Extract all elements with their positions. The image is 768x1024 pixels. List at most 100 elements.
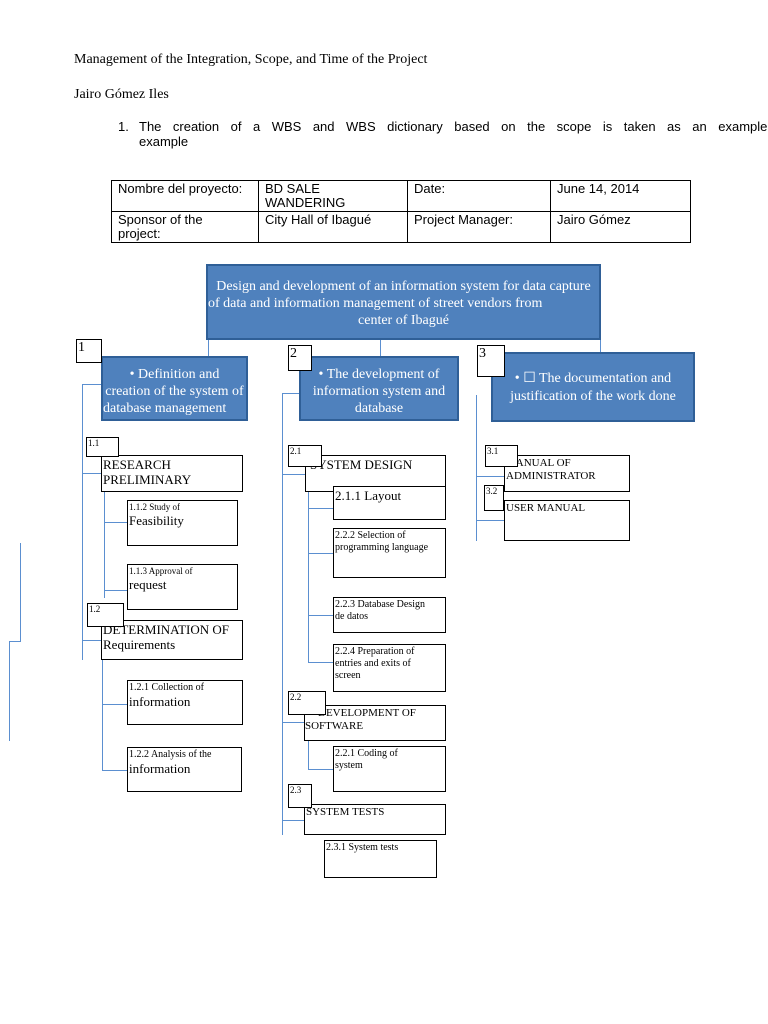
connector-line: [308, 769, 334, 770]
wbs-node-3-2: USER MANUAL: [504, 500, 630, 541]
wbs-node-1-1-3: 1.1.3 Approval of request: [127, 564, 238, 610]
wbs-node-2-2: DEVELOPMENT OF SOFTWARE: [304, 705, 446, 741]
node-2-3-label: SYSTEM TESTS: [306, 806, 385, 818]
connector-line: [102, 660, 103, 770]
node-2-3-1-label: 2.3.1 System tests: [326, 842, 399, 853]
connector-line: [308, 740, 309, 770]
wbs-node-1-2-2: 1.2.2 Analysis of the information: [127, 747, 242, 792]
project-name-value: BD SALE WANDERING: [258, 180, 408, 212]
sponsor-label: Sponsor of the project:: [111, 211, 259, 243]
wbs-root-node: Design and development of an information…: [206, 264, 601, 340]
connector-line: [476, 520, 504, 521]
wbs-node-3-1: MANUAL OF ADMINISTRATOR: [504, 455, 630, 492]
project-name-label: Nombre del proyecto:: [111, 180, 259, 212]
wbs-node-2-1-1: 2.1.1 Layout: [333, 486, 446, 520]
node-2-3-tag: 2.3: [288, 784, 312, 808]
author-name: Jairo Gómez Iles: [74, 87, 169, 102]
node-1-2-1-number: 1.2.1 Collection of: [129, 682, 204, 693]
root-line-1: Design and development of an information…: [216, 279, 591, 294]
connector-line: [308, 508, 334, 509]
node-3-1-line-2: ADMINISTRATOR: [506, 470, 596, 482]
wbs-node-2-2-3: 2.2.3 Database Design de datos: [333, 597, 446, 633]
connector-line: [104, 522, 128, 523]
project-name-line-2: WANDERING: [265, 195, 346, 210]
connector-line: [282, 722, 306, 723]
connector-line: [308, 492, 309, 662]
connector-line: [476, 395, 477, 541]
node-2-2-tag: 2.2: [288, 691, 326, 715]
wbs-node-2-2-1: 2.2.1 Coding of system: [333, 746, 446, 792]
wbs-node-1-1-2: 1.1.2 Study of Feasibility: [127, 500, 238, 546]
connector-line: [82, 640, 102, 641]
wbs-node-2-3: SYSTEM TESTS: [304, 804, 446, 835]
node-2-2-line-1: DEVELOPMENT OF: [318, 707, 416, 719]
connector-line: [282, 820, 306, 821]
node-3-line-1: • ☐ The documentation and: [514, 371, 672, 386]
date-value: June 14, 2014: [550, 180, 691, 212]
connector-line: [82, 384, 83, 660]
connector-line: [308, 662, 334, 663]
node-2-line-3: database: [354, 401, 404, 416]
list-number: 1.: [118, 119, 129, 134]
wbs-node-2-2-4: 2.2.4 Preparation of entries and exits o…: [333, 644, 446, 692]
connector-line: [476, 476, 504, 477]
wbs-node-2-2-2: 2.2.2 Selection of programming language: [333, 528, 446, 578]
node-2-line-1: • The development of: [318, 367, 440, 382]
connector-line: [282, 393, 300, 394]
node-1-2-1-label: information: [129, 694, 191, 709]
node-3-number: 3: [477, 345, 505, 377]
connector-line: [20, 543, 21, 641]
node-2-1-tag: 2.1: [288, 445, 322, 467]
sponsor-label-line-2: project:: [118, 226, 161, 241]
node-1-2-line-2: Requirements: [103, 637, 176, 652]
node-1-1-3-number: 1.1.3 Approval of: [129, 566, 193, 576]
node-1-1-line-2: PRELIMINARY: [103, 472, 192, 487]
node-2-line-2: information system and: [312, 384, 446, 399]
node-3-1-tag: 3.1: [485, 445, 518, 467]
table-row: Nombre del proyecto: BD SALE WANDERING D…: [111, 180, 691, 212]
node-3-2-label: USER MANUAL: [506, 502, 586, 514]
connector-line: [282, 474, 306, 475]
wbs-node-1-2-1: 1.2.1 Collection of information: [127, 680, 243, 725]
node-1-number: 1: [76, 339, 102, 363]
node-2-2-4-line-2: entries and exits of: [335, 658, 411, 669]
root-line-3: center of Ibagué: [358, 313, 449, 328]
wbs-node-1: • Definition and creation of the system …: [101, 356, 248, 421]
connector-line: [208, 338, 209, 357]
node-3-line-2: justification of the work done: [510, 389, 676, 404]
project-manager-label: Project Manager:: [407, 211, 551, 243]
connector-line: [82, 384, 102, 385]
node-1-2-2-number: 1.2.2 Analysis of the: [129, 749, 212, 760]
node-2-2-line-2: SOFTWARE: [305, 720, 364, 732]
sponsor-value: City Hall of Ibagué: [258, 211, 408, 243]
table-row: Sponsor of the project: City Hall of Iba…: [111, 211, 691, 243]
node-3-2-tag: 3.2: [484, 485, 504, 511]
wbs-node-2-3-1: 2.3.1 System tests: [324, 840, 437, 878]
connector-line: [308, 615, 334, 616]
node-2-2-1-line-2: system: [335, 760, 363, 771]
connector-line: [308, 553, 334, 554]
wbs-node-1-1: RESEARCH PRELIMINARY: [101, 455, 243, 492]
list-item-text: The creation of a WBS and WBS dictionary…: [139, 119, 768, 134]
node-2-2-2-line-2: programming language: [335, 542, 429, 553]
node-2-1-label: SYSTEM DESIGN: [310, 457, 413, 472]
node-1-line-2: creation of the system of: [105, 384, 244, 399]
node-1-line-3: database management: [103, 401, 227, 416]
node-1-1-tag: 1.1: [86, 437, 119, 457]
list-item-continuation: example: [139, 134, 189, 149]
connector-line: [9, 641, 21, 642]
project-name-line-1: BD SALE: [265, 181, 320, 196]
project-manager-value: Jairo Gómez: [550, 211, 691, 243]
sponsor-label-line-1: Sponsor of the: [118, 212, 203, 227]
node-2-2-3-line-1: 2.2.3 Database Design: [335, 599, 425, 610]
node-2-2-1-line-1: 2.2.1 Coding of: [335, 748, 398, 759]
document-title: Management of the Integration, Scope, an…: [74, 52, 428, 67]
node-1-1-2-number: 1.1.2 Study of: [129, 502, 181, 512]
node-2-2-2-line-1: 2.2.2 Selection of: [335, 530, 406, 541]
wbs-node-1-2: DETERMINATION OF Requirements: [101, 620, 243, 660]
connector-line: [102, 770, 128, 771]
node-2-number: 2: [288, 345, 312, 371]
node-2-2-4-line-1: 2.2.4 Preparation of: [335, 646, 415, 657]
node-2-2-4-line-3: screen: [335, 670, 361, 681]
node-1-1-2-label: Feasibility: [129, 513, 184, 528]
